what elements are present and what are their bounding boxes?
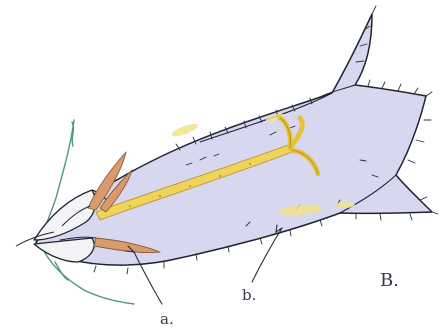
label-a: a.: [160, 310, 174, 328]
corolla: [36, 14, 432, 265]
corolla-body: [36, 14, 432, 265]
label-b: b.: [242, 286, 256, 304]
figure-label: B.: [380, 270, 399, 291]
